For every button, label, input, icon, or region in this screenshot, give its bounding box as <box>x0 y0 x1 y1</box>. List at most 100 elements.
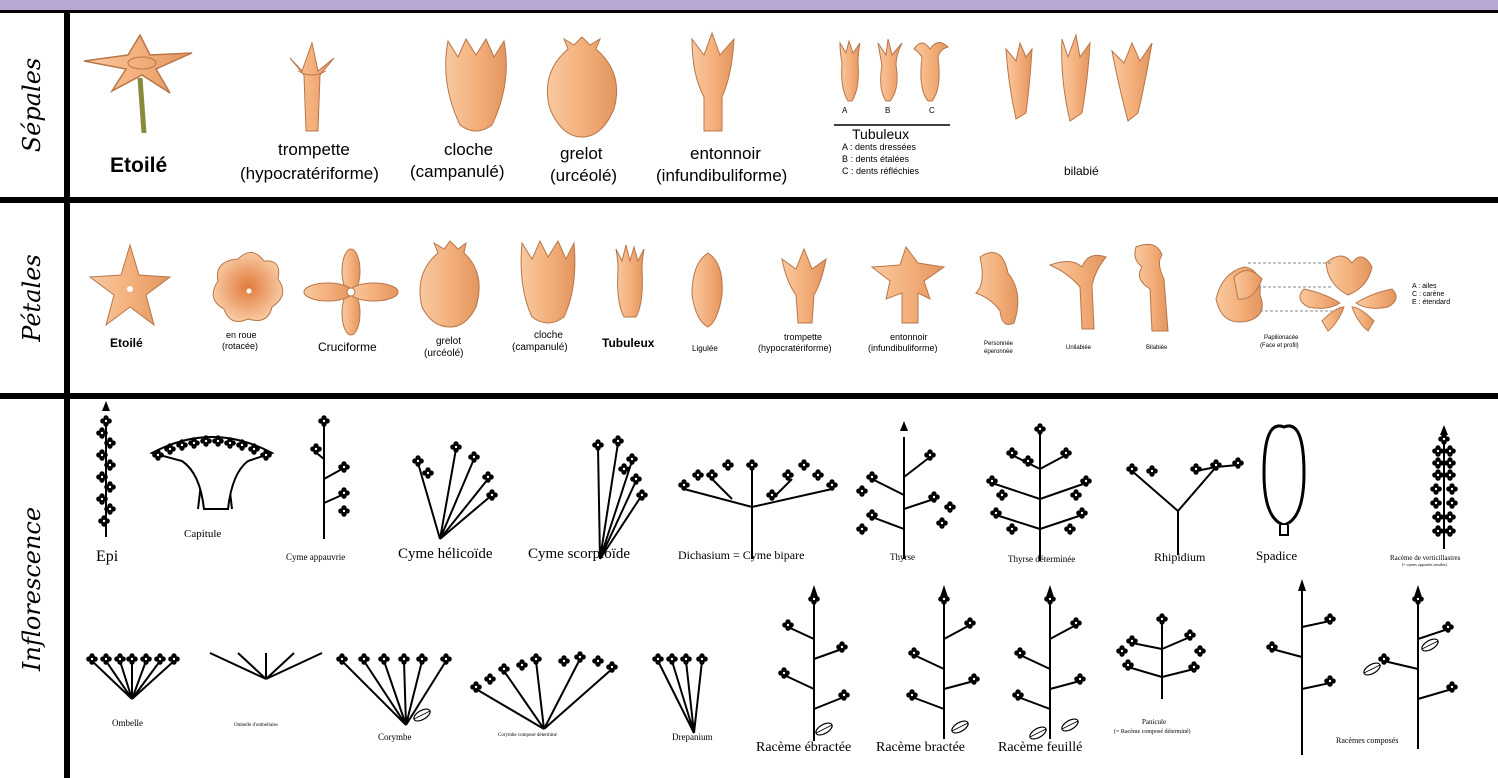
label-sepale-tubuleux: Tubuleux <box>852 127 909 142</box>
label-rhipidium: Rhipidium <box>1154 551 1205 564</box>
flower-mark <box>422 467 434 479</box>
flower-mark <box>1412 593 1424 605</box>
label-sepale-cloche-sub: (campanulé) <box>410 163 505 181</box>
flower-mark <box>1034 423 1046 435</box>
flower-mark <box>666 653 678 665</box>
flower-mark <box>626 453 638 465</box>
row-label-petales: Pétales <box>0 203 70 393</box>
flower-mark <box>1432 511 1444 523</box>
row-sepales: Sépales <box>0 13 1498 197</box>
flower-mark <box>310 443 322 455</box>
flower-mark <box>1064 523 1076 535</box>
label-cyme-scorpioide: Cyme scorpioïde <box>528 547 630 563</box>
flower-mark <box>766 489 778 501</box>
spadice-body <box>1264 426 1304 525</box>
sepale-grelot-shape <box>547 37 616 137</box>
flower-mark <box>706 469 718 481</box>
flower-mark <box>1116 645 1128 657</box>
label-thyrse-det: Thyrse déterminée <box>1008 555 1075 564</box>
flower-mark <box>140 653 152 665</box>
flower-mark <box>126 653 138 665</box>
label-petale-etoile: Etoilé <box>110 337 143 350</box>
flower-mark <box>782 469 794 481</box>
bract-mark <box>1362 661 1382 678</box>
inflorescence-content: Epi Capitule Cyme appauvrie Cyme hélicoï… <box>72 399 1490 778</box>
flower-mark <box>1126 635 1138 647</box>
label-petale-trompette: trompette <box>784 333 822 342</box>
label-petale-cloche-sub: (campanulé) <box>512 343 568 354</box>
flower-mark <box>336 653 348 665</box>
flower-mark <box>558 655 570 667</box>
label-sepale-trompette: trompette <box>278 141 350 159</box>
flower-mark <box>154 653 166 665</box>
flower-mark <box>1432 525 1444 537</box>
flower-mark <box>1444 511 1456 523</box>
label-tub-b: B <box>885 107 890 115</box>
label-capitule: Capitule <box>184 529 221 541</box>
bract-mark <box>814 721 834 738</box>
label-thyrse: Thyrse <box>890 553 915 562</box>
label-sepale-bilabie: bilabié <box>1064 165 1099 178</box>
flower-mark <box>450 441 462 453</box>
label-racemes-composes: Racèmes composés <box>1336 737 1398 745</box>
flower-mark <box>1430 483 1442 495</box>
flower-mark <box>168 653 180 665</box>
flower-mark <box>938 593 950 605</box>
flower-mark <box>440 653 452 665</box>
row-petales: Pétales <box>0 203 1498 393</box>
label-petale-cruciforme: Cruciforme <box>318 341 377 354</box>
label-panicule: Panicule <box>1142 719 1166 726</box>
label-petale-enroue-sub: (rotacée) <box>222 342 258 351</box>
flower-mark <box>692 469 704 481</box>
sepale-bilabie-shapes <box>1006 35 1152 121</box>
label-petale-entonnoir-sub: (infundibuliforme) <box>868 344 938 353</box>
flower-mark <box>1194 645 1206 657</box>
petale-cloche-shape <box>521 241 575 323</box>
flower-mark <box>1432 457 1444 469</box>
flower-mark <box>398 653 410 665</box>
sepale-cloche-shape <box>446 39 507 131</box>
bract-mark <box>950 719 970 736</box>
petale-grelot-shape <box>420 241 479 327</box>
label-petale-personnee-sub: éperonnée <box>984 349 1013 355</box>
flower-mark <box>1188 661 1200 673</box>
inflorescence-drawings <box>72 399 1490 778</box>
flower-mark <box>636 489 648 501</box>
flower-mark <box>98 515 110 527</box>
flower-mark <box>412 455 424 467</box>
label-papilio-c: C : carène <box>1412 291 1444 298</box>
petale-entonnoir-shape <box>872 247 944 323</box>
bract-mark <box>1420 637 1440 654</box>
bract-mark <box>1028 725 1048 742</box>
label-petale-cloche: cloche <box>534 331 563 342</box>
flower-mark <box>680 653 692 665</box>
flower-mark <box>856 523 868 535</box>
flower-mark <box>530 653 542 665</box>
flower-mark <box>722 459 734 471</box>
flower-mark <box>1156 613 1168 625</box>
flower-mark <box>612 435 624 447</box>
petales-drawings <box>72 203 1490 393</box>
flower-mark <box>696 653 708 665</box>
flower-mark <box>1146 465 1158 477</box>
petales-content: Etoilé en roue (rotacée) Cruciforme grel… <box>72 203 1490 393</box>
row-inflorescence: Inflorescence <box>0 399 1498 778</box>
label-raceme-bractee: Racème bractée <box>876 741 965 756</box>
flower-mark <box>358 653 370 665</box>
flower-mark <box>808 593 820 605</box>
label-sepale-grelot: grelot <box>560 145 603 163</box>
label-raceme-feuille: Racème feuillé <box>998 741 1082 756</box>
label-petale-papilio: Papilionacée <box>1264 335 1298 341</box>
flower-mark <box>484 673 496 685</box>
label-cyme-helicoide: Cyme hélicoïde <box>398 547 493 563</box>
flower-mark <box>1070 489 1082 501</box>
label-raceme-ebractee: Racème ébractée <box>756 741 851 756</box>
flower-mark <box>652 653 664 665</box>
flower-mark <box>592 655 604 667</box>
flower-mark <box>100 415 112 427</box>
label-petale-grelot-sub: (urcéolé) <box>424 349 463 360</box>
flower-mark <box>1006 523 1018 535</box>
flower-mark <box>468 451 480 463</box>
flower-mark <box>1432 445 1444 457</box>
label-cyme-appauvrie: Cyme appauvrie <box>286 553 345 562</box>
